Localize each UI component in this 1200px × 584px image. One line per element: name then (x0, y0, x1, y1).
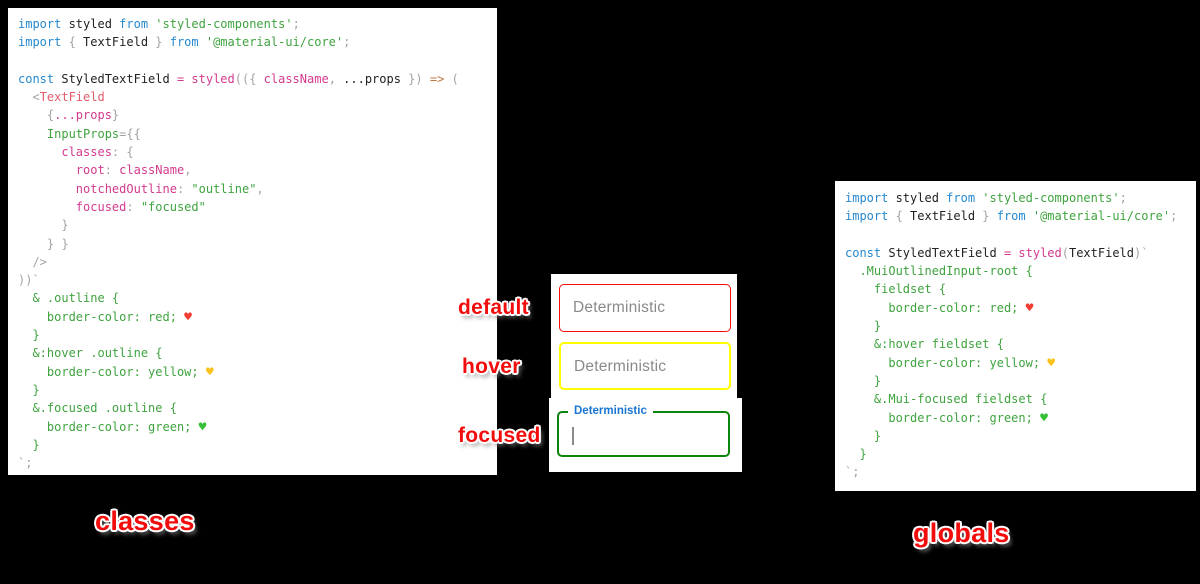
code-line: border-color: yellow; ♥ (18, 364, 214, 380)
code-line: {...props} (18, 108, 120, 123)
code-line: } (845, 447, 867, 462)
textfield-focused-panel: Deterministic (549, 398, 742, 472)
heart-icon: ♥ (184, 309, 192, 325)
code-line: InputProps={{ (18, 126, 141, 141)
left-code-panel: import styled from 'styled-components'; i… (8, 8, 497, 475)
code-line: } (18, 437, 40, 452)
textfield-placeholder: Deterministic (573, 299, 666, 316)
textfield-demo-panel: Deterministic Deterministic (551, 274, 737, 398)
code-line: fieldset { (845, 282, 947, 297)
textfield-label: Deterministic (568, 404, 653, 419)
code-line: `; (18, 456, 33, 471)
state-label-focused: focused (458, 424, 541, 447)
code-line: import { TextField } from '@material-ui/… (18, 35, 351, 50)
code-line: import styled from 'styled-components'; (845, 191, 1127, 205)
code-line: /> (18, 254, 47, 269)
code-line: `; (845, 465, 860, 480)
code-line: const StyledTextField = styled(TextField… (845, 245, 1149, 260)
code-line: ))` (18, 273, 40, 288)
heart-icon: ♥ (1025, 300, 1034, 316)
code-line (18, 52, 497, 70)
code-line: } } (18, 236, 69, 251)
heart-icon: ♥ (1040, 410, 1048, 426)
caption-classes: classes (95, 506, 195, 536)
code-line: &.focused .outline { (18, 401, 177, 416)
caption-globals: globals (913, 518, 1010, 548)
code-line: border-color: red; ♥ (18, 309, 192, 325)
code-line: focused: "focused" (18, 199, 206, 214)
code-line: import { TextField } from '@material-ui/… (845, 209, 1178, 224)
textfield-hover[interactable]: Deterministic (559, 342, 731, 390)
heart-icon: ♥ (205, 364, 214, 380)
textfield-placeholder: Deterministic (574, 358, 667, 375)
code-line: } (845, 373, 882, 388)
code-line: } (18, 328, 40, 343)
code-line: border-color: red; ♥ (845, 300, 1034, 316)
code-line: notchedOutline: "outline", (18, 181, 264, 196)
textfield-default[interactable]: Deterministic (559, 284, 731, 332)
code-line: classes: { (18, 145, 134, 160)
code-line: } (845, 428, 882, 443)
code-line: &:hover .outline { (18, 346, 163, 361)
code-line: } (845, 319, 882, 334)
state-label-default: default (458, 296, 529, 319)
code-line: const StyledTextField = styled(({ classN… (18, 71, 459, 86)
code-line (845, 226, 1196, 244)
code-line: <TextField (18, 90, 105, 105)
text-cursor-icon (572, 427, 574, 445)
code-line: border-color: green; ♥ (845, 410, 1048, 426)
textfield-focused[interactable]: Deterministic (557, 404, 730, 457)
code-line: root: className, (18, 163, 192, 178)
code-line: border-color: green; ♥ (18, 419, 207, 435)
heart-icon: ♥ (1047, 355, 1056, 371)
code-line: border-color: yellow; ♥ (845, 355, 1056, 371)
code-line: &:hover fieldset { (845, 337, 1004, 352)
code-line: & .outline { (18, 291, 120, 306)
right-code-panel: import styled from 'styled-components'; i… (835, 181, 1196, 491)
code-line: } (18, 218, 69, 233)
state-label-hover: hover (462, 355, 521, 378)
code-line: } (18, 382, 40, 397)
code-line: &.Mui-focused fieldset { (845, 392, 1048, 407)
code-line: .MuiOutlinedInput-root { (845, 264, 1033, 279)
heart-icon: ♥ (198, 419, 207, 435)
code-line: import styled from 'styled-components'; (18, 17, 300, 31)
